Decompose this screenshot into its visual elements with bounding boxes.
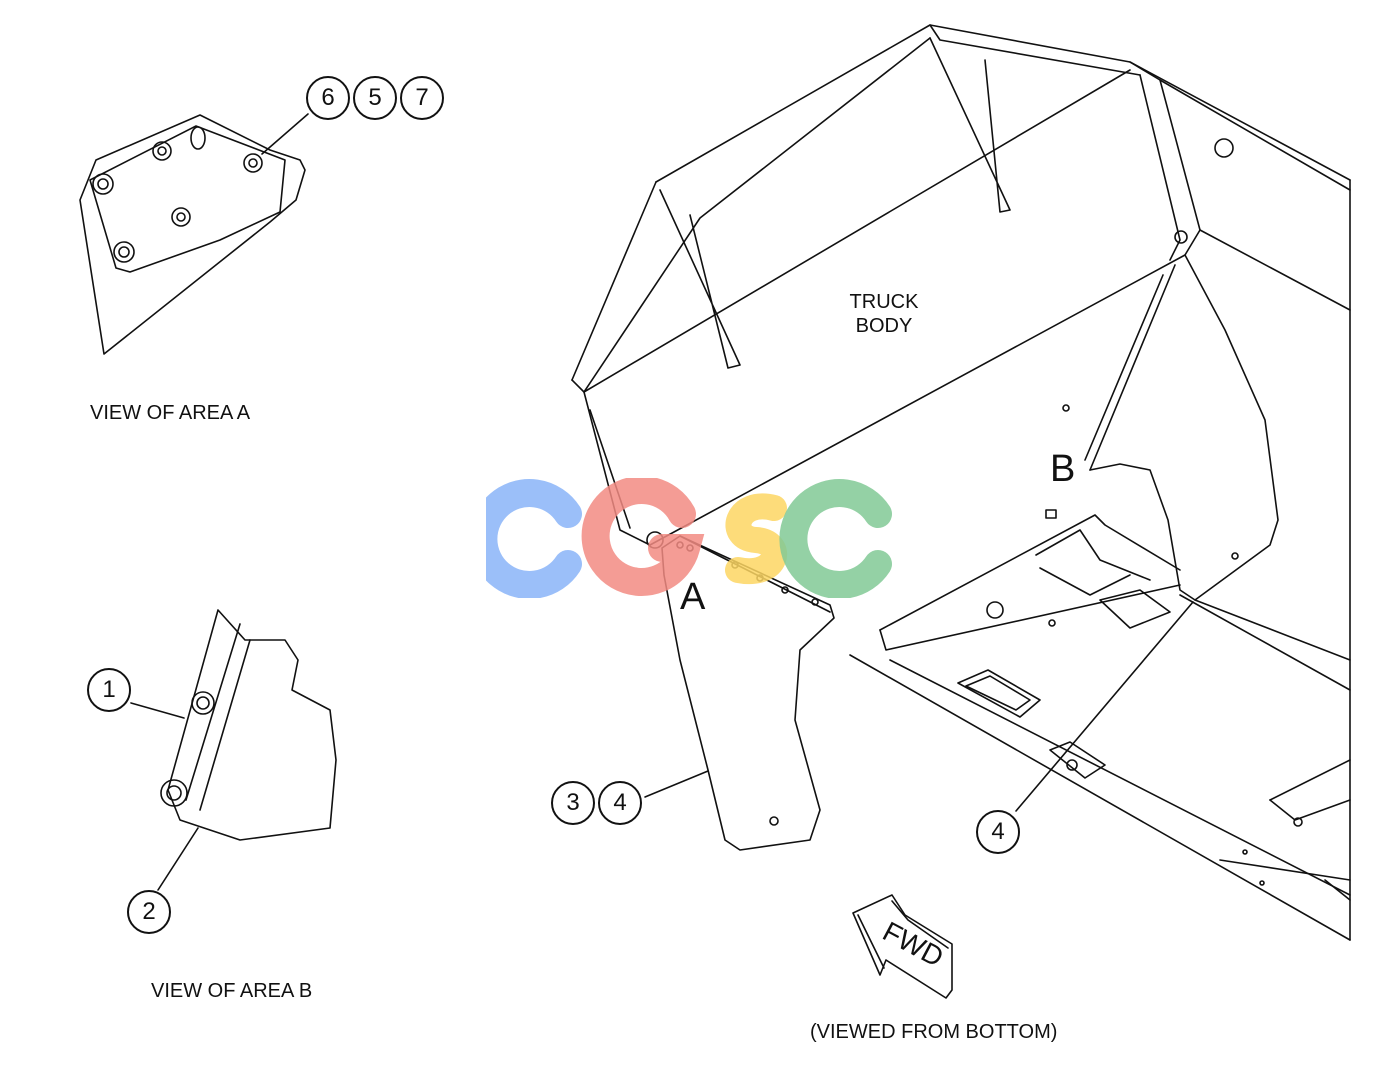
truck-body-label-line2: BODY (855, 315, 913, 337)
callout-4-flap: 4 (598, 781, 642, 825)
callout-7: 7 (400, 76, 444, 120)
callout-1: 1 (87, 668, 131, 712)
mud-flap-a-drawing (644, 535, 835, 851)
callout-3: 3 (551, 781, 595, 825)
callout-5: 5 (353, 76, 397, 120)
callout-4-right: 4 (976, 810, 1020, 854)
callout-6: 6 (306, 76, 350, 120)
truck-body-drawing (571, 24, 1351, 941)
area-b-marker: B (1050, 448, 1076, 490)
fwd-arrow-icon: FWD (852, 894, 953, 999)
truck-body-label: TRUCK BODY (846, 290, 922, 338)
area-a-bracket-drawing (79, 113, 309, 355)
area-b-bracket-drawing (130, 609, 337, 891)
caption-view-of-area-a: VIEW OF AREA A (90, 402, 251, 424)
callout-2: 2 (127, 890, 171, 934)
truck-body-label-line1: TRUCK (849, 291, 919, 313)
area-a-marker: A (680, 576, 706, 618)
leader-line-4 (1015, 601, 1194, 812)
caption-view-of-area-b: VIEW OF AREA B (151, 980, 313, 1002)
caption-viewed-from-bottom: (VIEWED FROM BOTTOM) (810, 1021, 1058, 1043)
